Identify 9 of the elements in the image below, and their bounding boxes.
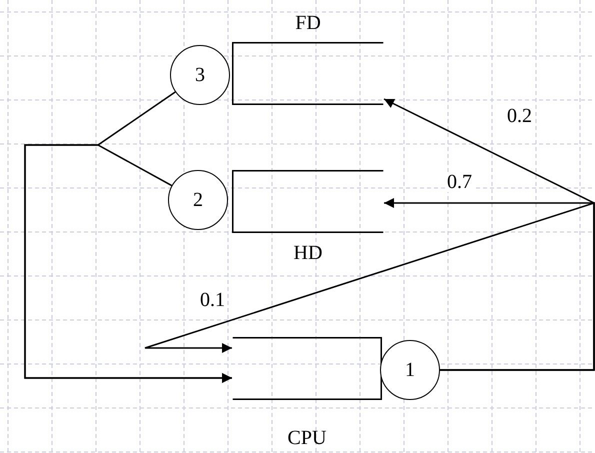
queue-label: HD bbox=[292, 242, 324, 264]
server-circle: 3 bbox=[170, 45, 230, 105]
server-circle: 2 bbox=[168, 170, 228, 230]
server-circle: 1 bbox=[380, 340, 440, 400]
queue-label: CPU bbox=[286, 427, 328, 449]
arrow bbox=[24, 144, 232, 383]
arrow bbox=[144, 202, 595, 371]
edge-label: 0.7 bbox=[445, 172, 474, 192]
queue-label: FD bbox=[294, 12, 322, 34]
